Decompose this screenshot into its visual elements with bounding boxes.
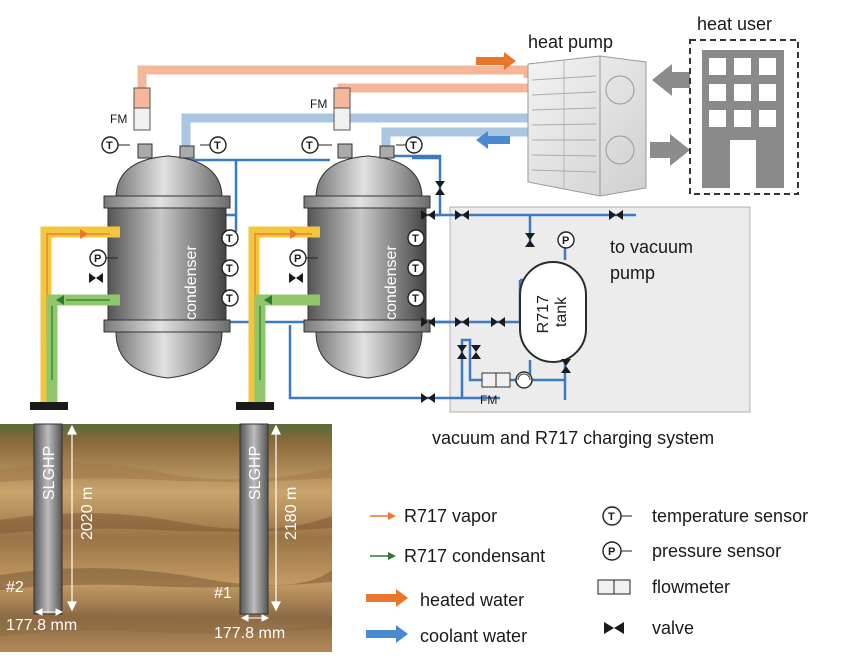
supply-arrow-to-heat-user [650,134,690,166]
depth-2-label: 2020 m [79,487,96,540]
diameter-1-label: 177.8 mm [214,625,285,642]
r717-tank [519,261,587,363]
legend-vapor-label: R717 vapor [404,506,497,526]
legend-condensant-icon [370,552,396,560]
condenser-1 [103,143,231,379]
svg-text:T: T [608,511,615,523]
flow-direction-markers [56,229,298,305]
svg-text:P: P [562,235,569,247]
svg-text:T: T [412,233,419,245]
legend-temperature-icon: T [602,506,632,526]
building-icon [702,50,784,188]
svg-text:T: T [410,140,417,152]
well-head-1 [236,402,274,410]
vacuum-system-label: vacuum and R717 charging system [432,428,714,448]
svg-text:T: T [412,293,419,305]
well-head-2 [30,402,68,410]
legend: R717 vapor R717 condensant heated water … [366,506,808,646]
legend-flowmeter-label: flowmeter [652,577,730,597]
heat-user-frame [689,39,799,195]
svg-text:T: T [106,140,113,152]
svg-text:P: P [294,253,301,265]
well-1-slghp-label: SLGHP [247,446,264,500]
legend-flowmeter-icon [597,579,631,595]
legend-pressure-label: pressure sensor [652,541,781,561]
temperature-sensors: T T T T T T T T T T [101,136,425,307]
diameter-dimension-1 [240,614,270,622]
legend-heated-label: heated water [420,590,524,610]
well-2-slghp-label: SLGHP [41,446,58,500]
diameter-dimension-2 [34,608,64,616]
svg-text:T: T [226,293,233,305]
legend-vapor-icon [370,512,396,520]
legend-heated-icon [366,589,408,607]
coolant-water-arrow [476,131,510,149]
legend-pressure-icon: P [602,541,632,561]
well-1-pipe [239,423,269,615]
flowmeter-2-label: FM [310,97,327,111]
flowmeter-2 [333,87,351,131]
well-2-number: #2 [6,579,24,596]
legend-coolant-icon [366,625,408,643]
flowmeter-1-label: FM [110,112,127,126]
legend-valve-icon [604,622,624,634]
heated-water-arrow [476,52,516,70]
flowmeter-vacuum [481,372,511,388]
condenser-2-label: condenser [383,245,400,320]
pressure-sensors: P P P [89,231,575,267]
valves [89,181,623,403]
flowmeter-vacuum-label: FM [480,393,497,407]
diameter-2-label: 177.8 mm [6,617,77,634]
r717-tank-label: R717 tank [535,291,570,334]
well-1-number: #1 [214,585,232,602]
condensant-lines [46,294,320,402]
legend-coolant-label: coolant water [420,626,527,646]
depth-dimension-1 [271,424,281,612]
heat-user-label: heat user [697,14,772,34]
legend-valve-label: valve [652,618,694,638]
svg-text:T: T [306,140,313,152]
svg-text:T: T [214,140,221,152]
heat-pump-unit [527,55,647,197]
svg-text:T: T [412,263,419,275]
return-arrow-to-heat-pump [652,64,690,96]
legend-temperature-label: temperature sensor [652,506,808,526]
flowmeter-1 [133,87,151,131]
coolant-water-pipes [181,113,528,150]
condenser-1-label: condenser [183,245,200,320]
depth-1-label: 2180 m [283,487,300,540]
pump-icon [515,371,533,389]
heat-pump-label: heat pump [528,32,613,52]
depth-dimension-2 [67,424,77,612]
svg-text:T: T [226,263,233,275]
svg-text:T: T [226,233,233,245]
svg-text:P: P [608,546,615,558]
condenser-2 [303,143,431,379]
legend-condensant-label: R717 condensant [404,546,545,566]
svg-text:P: P [94,253,101,265]
to-vacuum-pump-label: to vacuum pump [610,237,698,283]
well-2-pipe [33,423,63,615]
